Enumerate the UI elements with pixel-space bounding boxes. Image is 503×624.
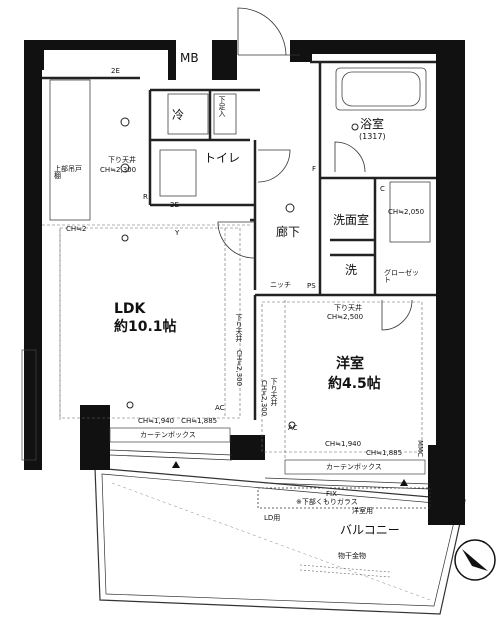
bath-door — [334, 141, 366, 173]
mmc-label: MMC — [416, 440, 424, 457]
corridor-ceiling-label: 下り天井 — [334, 304, 362, 312]
north-arrow-icon — [454, 539, 496, 581]
bath-label: 浴室 — [360, 117, 385, 131]
cabinet-label: 上部吊戸棚 — [54, 165, 82, 180]
exterior-walls — [24, 40, 465, 525]
ps-label-1: PS — [219, 74, 228, 82]
laundry-label: 洗 — [345, 263, 358, 277]
balcony-label: バルコニー — [340, 523, 400, 537]
washroom-ch-label: CH≒2,050 — [388, 208, 425, 216]
drying-rack-label: 物干金物 — [338, 552, 366, 560]
kitchen-ceiling-label: 下り天井 — [108, 156, 136, 164]
ldk-beam-ch-label: CH≒2,300 — [235, 350, 243, 387]
balcony-outline — [94, 467, 466, 615]
y-mark-label: Y — [175, 229, 180, 237]
bath-code-label: (1317) — [359, 132, 386, 141]
mb-label: MB — [180, 51, 199, 65]
ceiling-lines — [42, 224, 423, 460]
ac-label-2: AC — [288, 424, 298, 432]
room-doors — [217, 149, 413, 331]
circle-c-label: C — [380, 185, 385, 193]
curtain-box-ldk-label: カーテンボックス — [140, 431, 196, 439]
fix-note-label: ※下部くもりガラス — [296, 498, 358, 506]
washroom-label: 洗面室 — [333, 213, 370, 227]
ldk-label: LDK — [114, 301, 146, 317]
sensor-label-a: 2E — [111, 67, 120, 75]
ps-label-2: PS — [307, 282, 316, 290]
corridor-label: 廊下 — [276, 225, 301, 239]
sensor-label-b: 2E — [170, 201, 179, 209]
ld-use-label: LD用 — [264, 514, 281, 522]
western-beam-ch-label: CH≒2,300 — [260, 380, 268, 417]
circle-i-label: I — [228, 52, 231, 60]
shoe-box-label: 下足入 — [218, 96, 226, 117]
western-room-label: 洋室 — [336, 356, 364, 372]
curtain-box-left-label: カーテンボックス — [24, 352, 32, 408]
ldk-ch-top-label: CH≒2 — [66, 225, 87, 233]
wall-lines — [49, 67, 431, 243]
circle-f-label: F — [312, 165, 317, 173]
curtain-box-western-label: カーテンボックス — [326, 463, 382, 471]
western-use-label: 洋室用 — [352, 507, 373, 515]
western-room-size-label: 約4.5帖 — [328, 376, 381, 392]
western-beam-ceiling-label: 下り天井 — [270, 378, 278, 406]
drying-rack — [299, 564, 391, 578]
fridge-label: 冷 — [172, 108, 185, 122]
western-ch-bottom-label: CH≒1,940 — [325, 440, 362, 448]
fix-glass-label: FIX — [326, 490, 337, 498]
niche-label: ニッチ — [270, 281, 291, 289]
curtain-boxes — [21, 349, 426, 475]
window-markers — [172, 461, 408, 486]
ldk-beam-ceiling-label: 下り天井 — [235, 314, 243, 342]
western-ch-bottom2-label: CH≒1,885 — [366, 449, 403, 457]
ldk-size-label: 約10.1帖 — [114, 319, 177, 335]
ldk-ch-bottom-label: CH≒1,940 CH≒1,885 — [138, 417, 218, 425]
r-mark-label: R — [143, 193, 148, 201]
entry-door — [237, 7, 300, 56]
light-fixtures — [120, 117, 359, 429]
interior-walls — [42, 60, 436, 420]
ac-label-1: AC — [215, 404, 225, 412]
glove-closet-label: グローゼット — [384, 269, 419, 284]
corridor-ch-label: CH≒2,500 — [327, 313, 364, 321]
kitchen-ch-label: CH≒2,300 — [100, 166, 137, 174]
toilet-label: トイレ — [204, 151, 241, 165]
